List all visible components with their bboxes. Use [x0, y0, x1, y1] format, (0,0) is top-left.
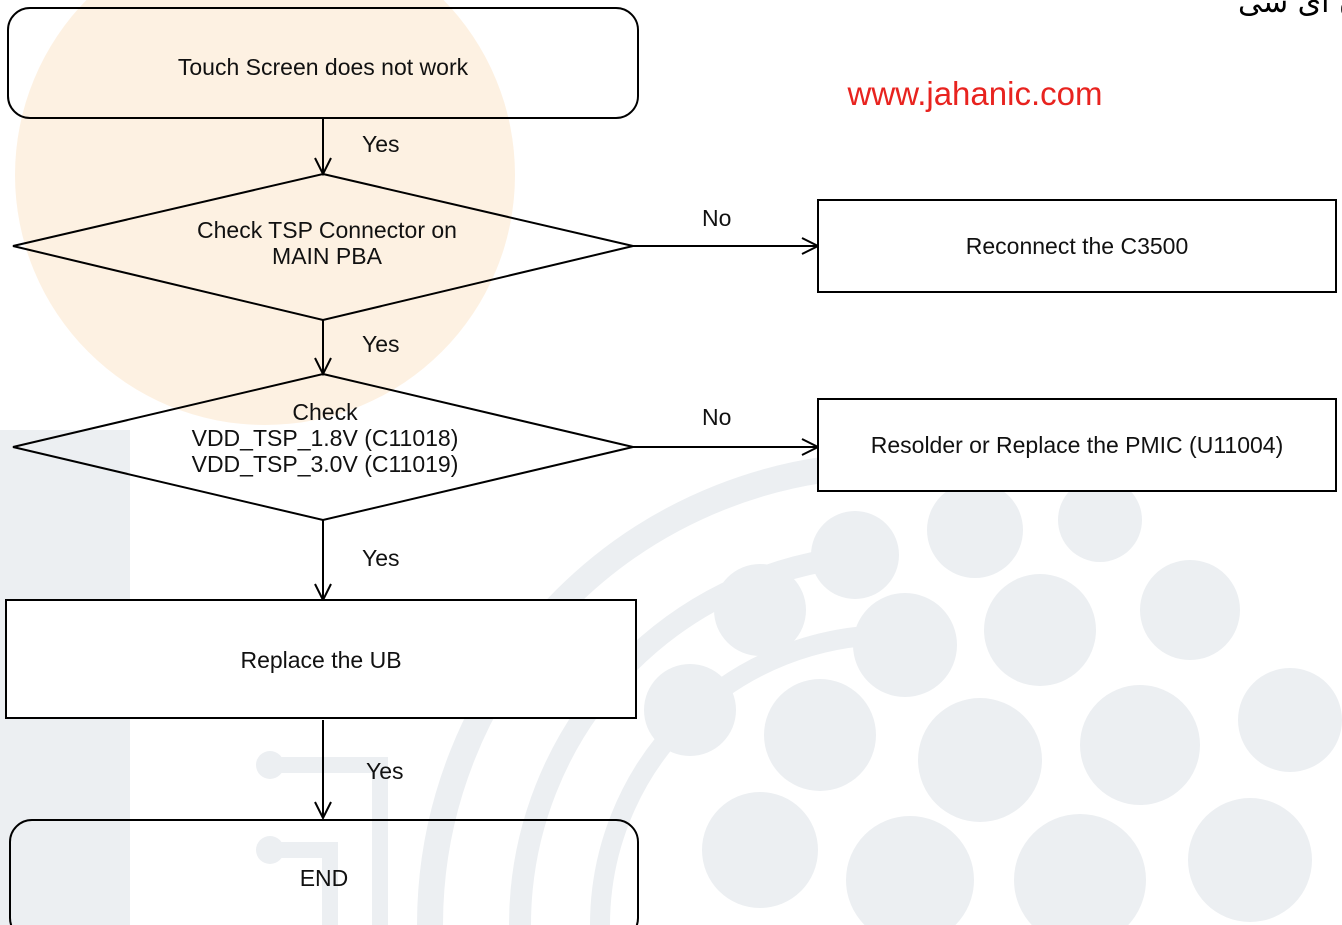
- watermark-circuit-lines: [270, 757, 388, 925]
- decision-vdd-tsp: Check VDD_TSP_1.8V (C11018) VDD_TSP_3.0V…: [12, 372, 634, 522]
- watermark-dot: [984, 574, 1096, 686]
- end-terminal: END: [9, 819, 639, 925]
- action-resolder-pmic: Resolder or Replace the PMIC (U11004): [817, 398, 1337, 492]
- action-replace-ub-shape: [5, 599, 637, 719]
- edge-label-no: No: [702, 404, 731, 430]
- decision-tsp-connector-line2: MAIN PBA: [272, 243, 383, 269]
- watermark-dot: [1014, 814, 1146, 925]
- action-replace-ub-label: Replace the UB: [240, 647, 401, 673]
- watermark-dot: [927, 482, 1023, 578]
- watermark-dot: [764, 679, 876, 791]
- watermark-dot: [256, 836, 284, 864]
- action-reconnect-label: Reconnect the C3500: [966, 233, 1189, 259]
- watermark-orange-disc: [15, 0, 515, 425]
- end-terminal-label: END: [300, 865, 349, 891]
- action-resolder-pmic-label: Resolder or Replace the PMIC (U11004): [871, 432, 1283, 458]
- decision-tsp-connector: Check TSP Connector on MAIN PBA: [12, 172, 634, 322]
- action-reconnect-shape: [817, 199, 1337, 293]
- decision-vdd-tsp-line3: VDD_TSP_3.0V (C11019): [192, 451, 459, 477]
- decision-vdd-tsp-shape: [12, 372, 634, 522]
- start-terminal-label: Touch Screen does not work: [178, 54, 469, 80]
- end-terminal-shape: [9, 819, 639, 925]
- watermark-dot: [714, 564, 806, 656]
- edge-label-yes: Yes: [362, 131, 400, 157]
- edge-label-yes: Yes: [362, 545, 400, 571]
- watermark-dot: [918, 698, 1042, 822]
- watermark-dot: [811, 511, 899, 599]
- connectors: [323, 118, 818, 818]
- watermark-dot: [1058, 478, 1142, 562]
- action-replace-ub: Replace the UB: [5, 599, 637, 719]
- watermark-dot: [644, 664, 736, 756]
- website-url[interactable]: www.jahanic.com: [847, 75, 1103, 112]
- watermark-dot: [256, 751, 284, 779]
- watermark-dot: [702, 792, 818, 908]
- edge-label-no: No: [702, 205, 731, 231]
- decision-vdd-tsp-line1: Check: [292, 399, 358, 425]
- watermark-dot: [1080, 685, 1200, 805]
- edge-label-yes: Yes: [366, 758, 404, 784]
- edge-label-yes: Yes: [362, 331, 400, 357]
- start-terminal: Touch Screen does not work: [7, 7, 639, 119]
- watermark-dot: [853, 593, 957, 697]
- watermark-dot: [1238, 668, 1342, 772]
- start-terminal-shape: [7, 7, 639, 119]
- watermark-dot: [1188, 798, 1312, 922]
- decision-tsp-connector-shape: [12, 172, 634, 322]
- watermark-dot: [846, 816, 974, 925]
- decision-tsp-connector-line1: Check TSP Connector on: [197, 217, 457, 243]
- watermark-dot: [1140, 560, 1240, 660]
- decision-vdd-tsp-line2: VDD_TSP_1.8V (C11018): [192, 425, 459, 451]
- action-resolder-pmic-shape: [817, 398, 1337, 492]
- action-reconnect: Reconnect the C3500: [817, 199, 1337, 293]
- header-persian-text: تهیه شده در مجموعه جهان آی سی: [1238, 0, 1342, 20]
